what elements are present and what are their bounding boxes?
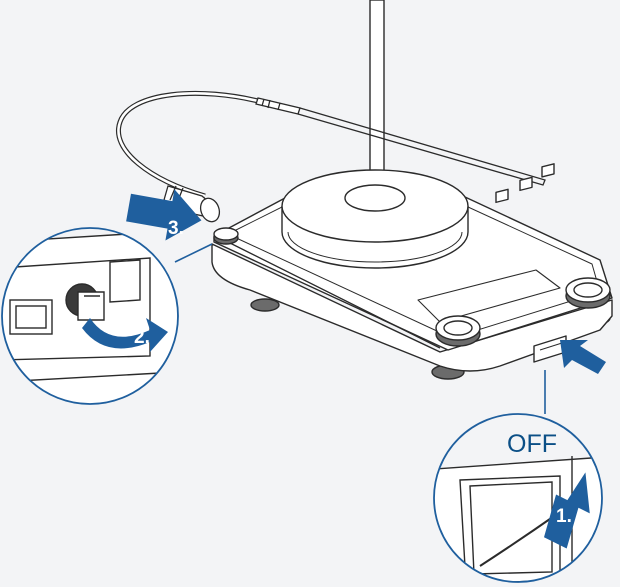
left-knob (435, 315, 481, 347)
step-2-label: 2. (134, 327, 150, 348)
right-knob (565, 277, 611, 309)
zoom-circle-switch: OFF (433, 413, 603, 583)
heating-plate (281, 169, 469, 269)
step-3-arrow: 3. (126, 189, 202, 241)
arrow-icon (560, 340, 606, 374)
step-3-label: 3. (168, 218, 184, 239)
arrow-icon (126, 189, 202, 241)
step-1-arrow: 1. (543, 472, 590, 549)
off-label: OFF (507, 430, 557, 458)
probe-socket (213, 227, 239, 245)
step-2-arrow: 2. (82, 318, 168, 352)
hotplate-stirrer (211, 163, 613, 380)
arrow-icon (82, 318, 168, 352)
arrow-icon (543, 472, 590, 549)
step-1-label: 1. (556, 506, 572, 527)
switch-pointer-arrow (560, 340, 606, 374)
leader-lines (174, 243, 546, 414)
stand-rod (369, 0, 385, 181)
